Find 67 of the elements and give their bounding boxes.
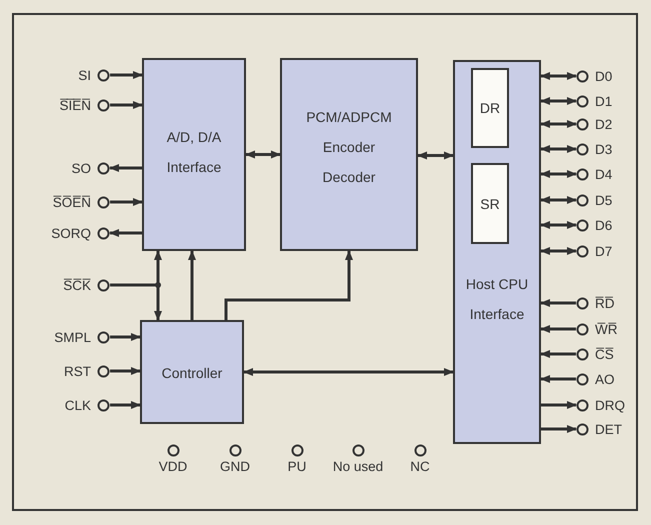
pin-label: S̅O̅E̅N̅ xyxy=(52,194,91,210)
pin-label: CLK xyxy=(64,398,91,412)
pin-label: D4 xyxy=(595,166,612,182)
block-label: PCM/ADPCM Encoder Decoder xyxy=(305,108,393,187)
arrow xyxy=(109,229,142,237)
pin-label: VDD xyxy=(158,459,188,474)
pin-label: D6 xyxy=(595,218,612,232)
pin-label: SORQ xyxy=(51,226,91,240)
pin-label: D7 xyxy=(595,244,612,258)
block-box xyxy=(140,320,244,424)
double-arrow xyxy=(540,72,577,80)
arrow xyxy=(110,333,141,341)
double-arrow xyxy=(540,120,577,128)
pin-label: W̅R̅ xyxy=(595,322,618,336)
pin-label: S̅C̅K̅ xyxy=(63,278,91,292)
arrow xyxy=(224,250,353,320)
double-arrow xyxy=(540,247,577,255)
pin-label: D5 xyxy=(595,192,612,208)
double-arrow xyxy=(243,368,454,376)
pin-label: PU xyxy=(288,459,306,474)
pin-label: D1 xyxy=(595,94,612,108)
pin-label: NC xyxy=(410,459,430,474)
double-arrow xyxy=(540,170,577,178)
double-arrow xyxy=(417,152,454,160)
double-arrow xyxy=(540,221,577,229)
block-box xyxy=(453,60,541,444)
block-label: Host CPU Interface xyxy=(464,275,530,324)
arrow xyxy=(110,71,143,79)
pin-label: R̅D̅ xyxy=(595,296,614,310)
arrow xyxy=(541,401,577,409)
arrow xyxy=(540,325,576,333)
pin-label: D3 xyxy=(595,142,612,156)
block-label: A/D, D/A Interface xyxy=(166,128,222,177)
arrow xyxy=(110,401,141,409)
block-box xyxy=(280,58,418,251)
register-label: SR xyxy=(480,196,500,212)
pin-label: S̅I̅E̅N̅ xyxy=(59,98,91,112)
arrow xyxy=(110,198,143,206)
arrow xyxy=(110,101,143,109)
pin-label: GND xyxy=(220,459,250,474)
arrow xyxy=(540,350,576,358)
arrow xyxy=(540,299,576,307)
double-arrow xyxy=(540,196,577,204)
pin-label: AO xyxy=(595,372,615,386)
arrow xyxy=(188,250,196,320)
double-arrow xyxy=(540,97,577,105)
pin-label: DRQ xyxy=(595,398,625,412)
pin-label: D0 xyxy=(595,68,612,84)
arrow xyxy=(110,367,141,375)
pin-label: C̅S̅ xyxy=(595,346,614,362)
pin-label: SO xyxy=(71,160,91,176)
block-box xyxy=(142,58,246,251)
register-box xyxy=(471,68,509,148)
register-box xyxy=(471,163,509,244)
pin-label: DET xyxy=(595,422,622,436)
pin-label: SI xyxy=(78,68,91,82)
block-label: Controller xyxy=(160,364,224,383)
register-label: DR xyxy=(480,100,500,116)
arrow xyxy=(541,425,577,433)
double-arrow xyxy=(540,145,577,153)
arrow xyxy=(540,375,576,383)
arrow xyxy=(109,164,142,172)
pin-label: SMPL xyxy=(54,330,91,344)
pin-label: RST xyxy=(64,364,91,378)
double-arrow xyxy=(245,150,281,158)
pin-label: No used xyxy=(332,459,384,474)
pin-label: D2 xyxy=(595,116,612,132)
